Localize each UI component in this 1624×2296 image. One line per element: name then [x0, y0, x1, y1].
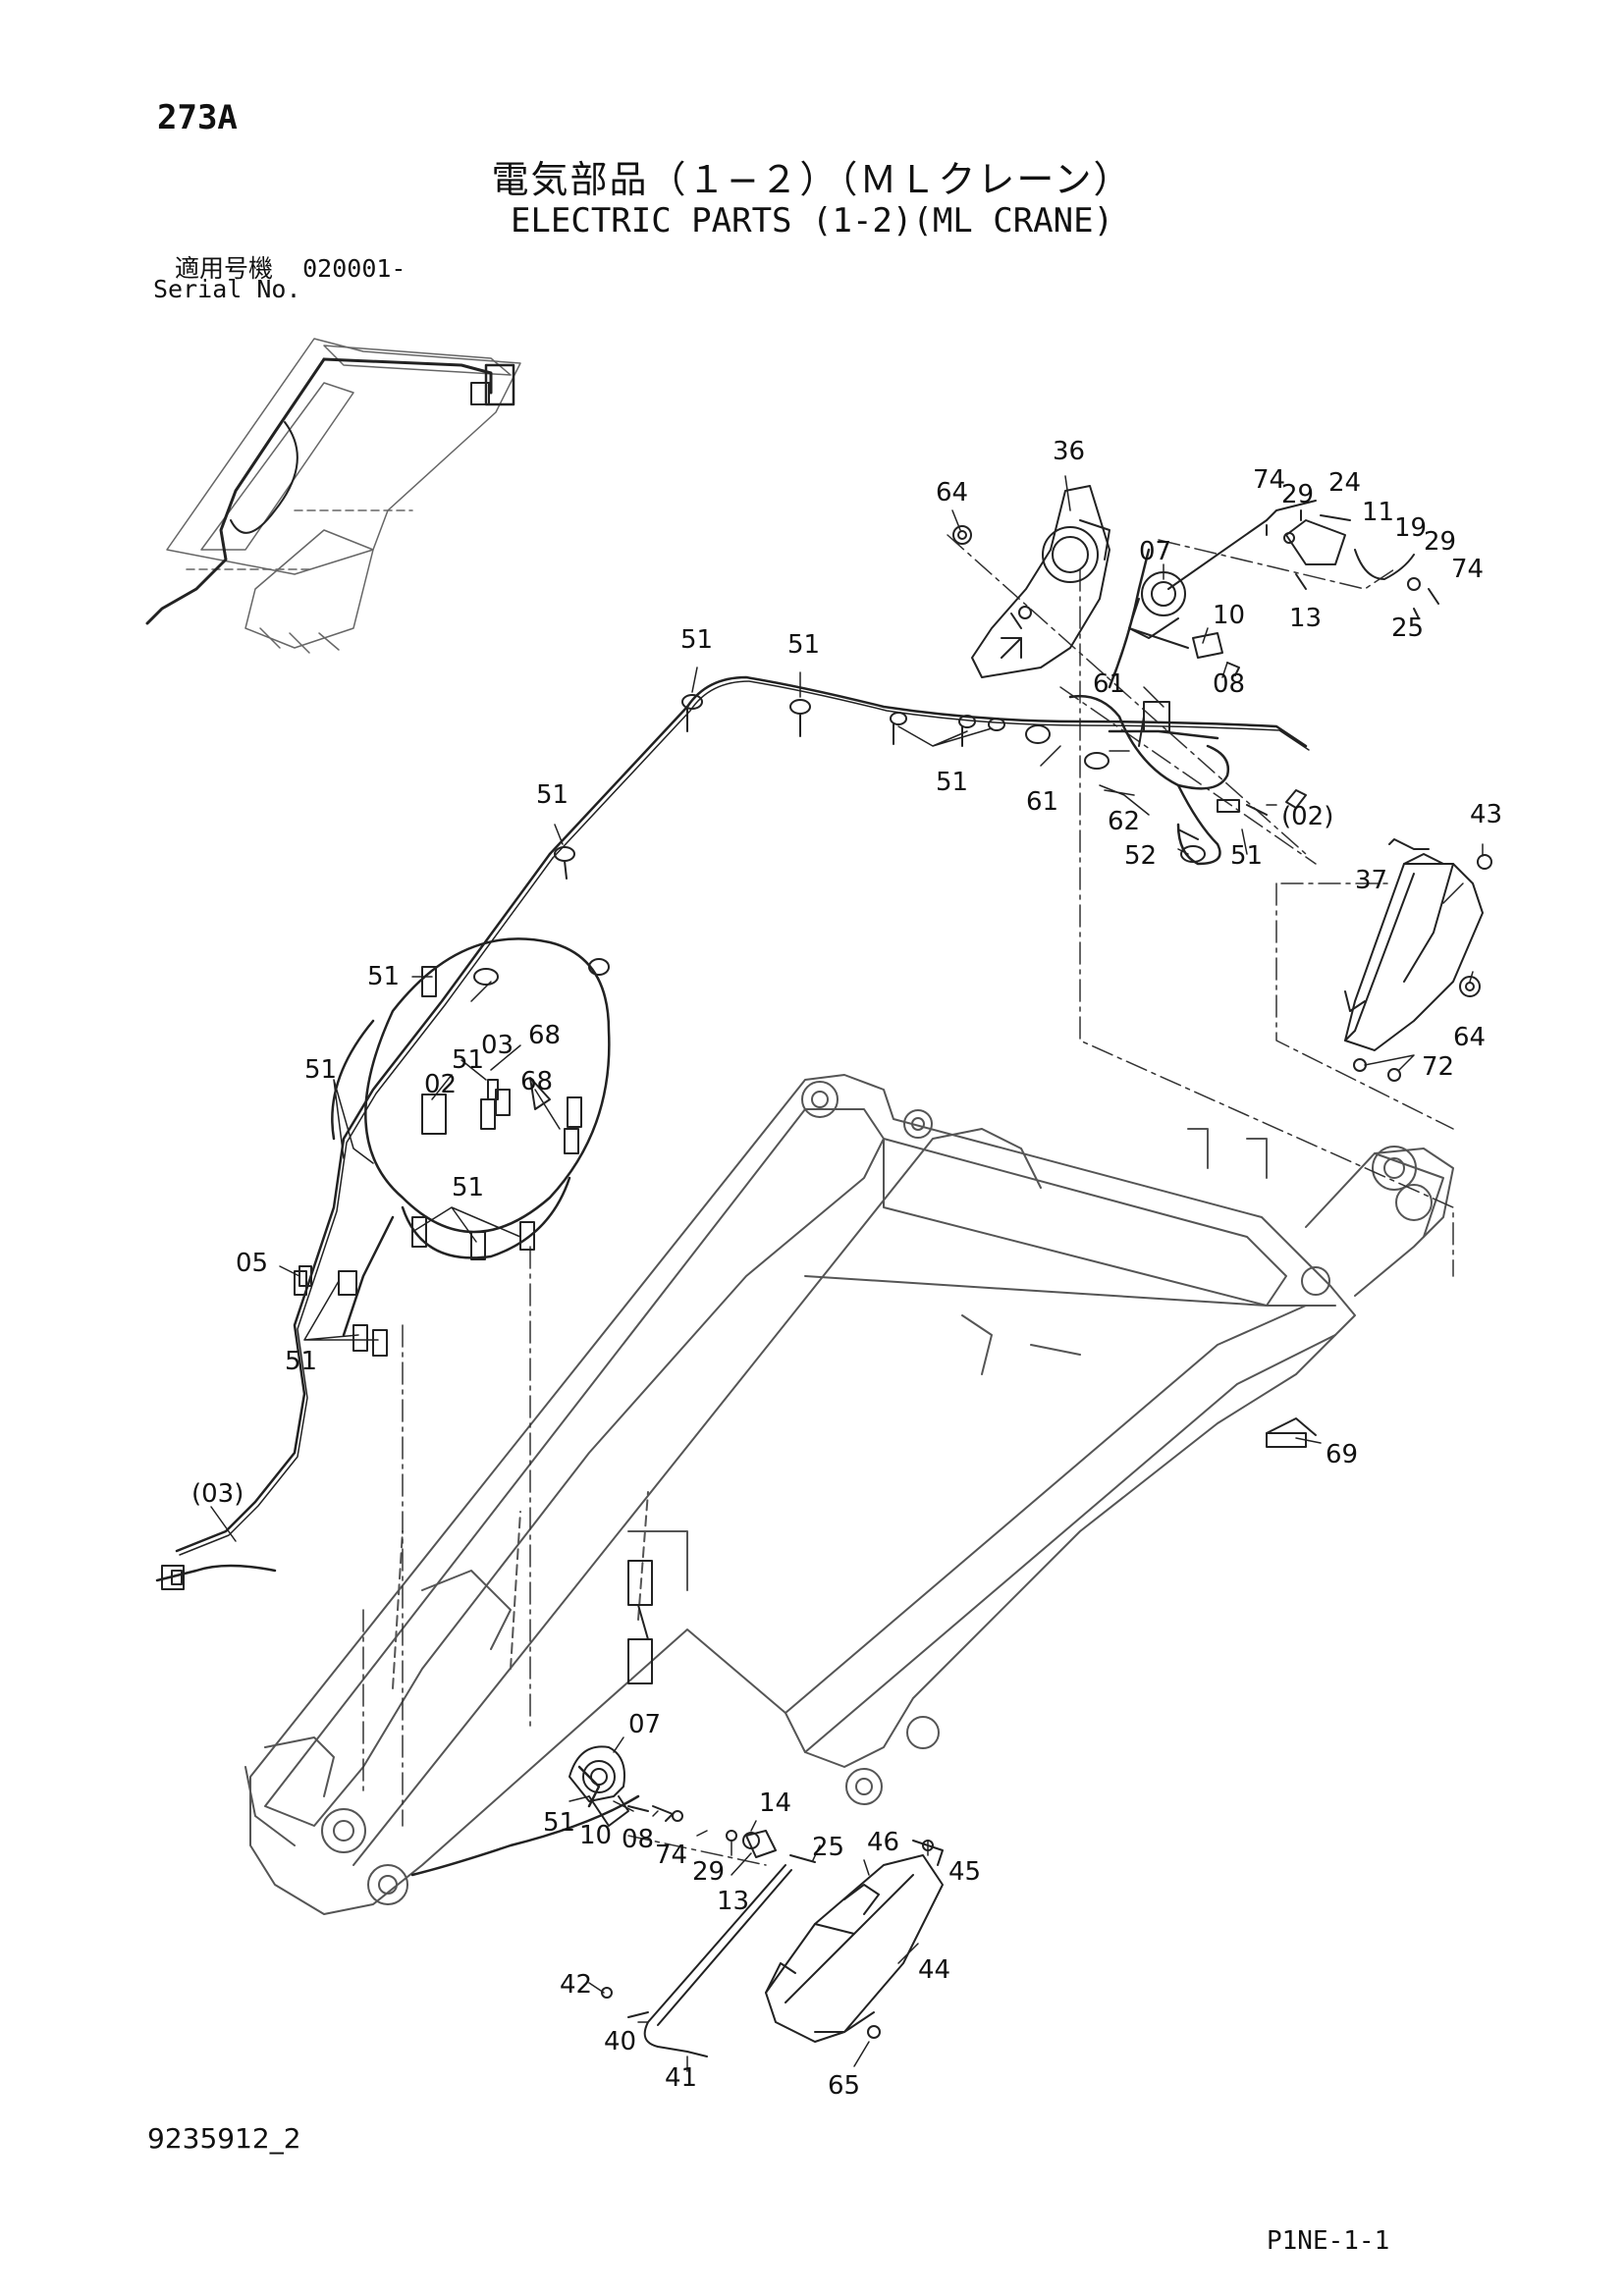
callout-14: 14: [759, 1789, 791, 1818]
callout-51-d: 51: [1230, 841, 1263, 871]
callout-51-f: 51: [367, 962, 400, 991]
callout-61-b: 61: [1026, 787, 1058, 817]
right-cover-assembly: [1344, 838, 1492, 1082]
callout-72: 72: [1422, 1052, 1454, 1082]
callout-62: 62: [1108, 807, 1140, 836]
serial-label-jp-text: 適用号機: [175, 254, 274, 283]
lower-cover-assembly: [765, 1840, 944, 2043]
callout-51-b: 51: [787, 630, 820, 660]
callout-10: 10: [1213, 601, 1245, 630]
callout-10b: 10: [579, 1821, 612, 1850]
callout-45: 45: [948, 1857, 981, 1887]
callout-74c: 74: [655, 1841, 687, 1870]
callout-46: 46: [867, 1828, 899, 1857]
page-title-japanese: 電気部品（１−２）（ＭＬクレーン）: [491, 158, 1133, 201]
callout-02-ref: (02): [1281, 802, 1333, 831]
callout-08b: 08: [622, 1825, 654, 1854]
page-reference: P1NE-1-1: [1267, 2226, 1390, 2256]
callout-51-i: 51: [452, 1173, 484, 1202]
callout-61-a: 61: [1093, 669, 1125, 699]
callout-29c: 29: [692, 1857, 725, 1887]
guide-lines: [362, 534, 1454, 1866]
callout-40: 40: [604, 2027, 636, 2056]
callout-29: 29: [1281, 480, 1314, 509]
callout-labels: 36 64 74 29 24 11 19 29 74 07 10 13 25 0…: [191, 437, 1502, 2101]
serial-label-japanese: 適用号機 020001-: [175, 249, 406, 285]
overview-thumbnail: [145, 338, 521, 654]
callout-03: 03: [481, 1031, 514, 1060]
callout-43: 43: [1470, 800, 1502, 829]
callout-51-a: 51: [680, 625, 713, 655]
callout-51-k: 51: [543, 1808, 575, 1838]
callout-03-ref: (03): [191, 1479, 244, 1509]
callout-07b: 07: [628, 1710, 661, 1739]
callout-25: 25: [1391, 614, 1424, 643]
callout-41: 41: [665, 2063, 697, 2093]
callout-74b: 74: [1451, 555, 1484, 584]
callout-65: 65: [828, 2071, 860, 2101]
upper-bracket-assembly: [952, 485, 1439, 678]
leader-lines: [210, 475, 1484, 2072]
callout-02: 02: [424, 1070, 457, 1099]
callout-11: 11: [1362, 498, 1394, 527]
page-code: 273A: [157, 98, 238, 137]
callout-07: 07: [1139, 537, 1171, 566]
callout-69: 69: [1326, 1440, 1358, 1469]
callout-13b: 13: [717, 1887, 749, 1916]
callout-51-h: 51: [304, 1055, 337, 1085]
callout-13: 13: [1289, 604, 1322, 633]
callout-36: 36: [1053, 437, 1085, 466]
callout-68-a: 68: [528, 1021, 561, 1050]
callout-52: 52: [1124, 841, 1157, 871]
callout-44: 44: [918, 1955, 950, 1985]
callout-51-e: 51: [536, 780, 568, 810]
callout-19: 19: [1394, 513, 1427, 543]
callout-51-c: 51: [936, 768, 968, 797]
callout-08: 08: [1213, 669, 1245, 699]
callout-51-g: 51: [452, 1045, 484, 1075]
callout-29b: 29: [1424, 527, 1456, 557]
drawing-number: 9235912_2: [147, 2122, 301, 2155]
callout-37: 37: [1355, 866, 1387, 895]
callout-74: 74: [1253, 465, 1285, 495]
callout-05: 05: [236, 1249, 268, 1278]
callout-64b: 64: [1453, 1023, 1486, 1052]
callout-24: 24: [1328, 468, 1361, 498]
callout-51-j: 51: [285, 1347, 317, 1376]
page-title-english: ELECTRIC PARTS (1-2)(ML CRANE): [510, 201, 1114, 240]
harness-clamps: [161, 694, 1317, 1684]
boom-structure: [244, 1074, 1454, 1915]
serial-label-english: Serial No.: [153, 275, 301, 303]
callout-64: 64: [936, 478, 968, 507]
callout-25b: 25: [812, 1833, 844, 1862]
callout-68-b: 68: [520, 1067, 553, 1096]
callout-42: 42: [560, 1970, 592, 2000]
serial-number-value: 020001-: [302, 254, 406, 283]
